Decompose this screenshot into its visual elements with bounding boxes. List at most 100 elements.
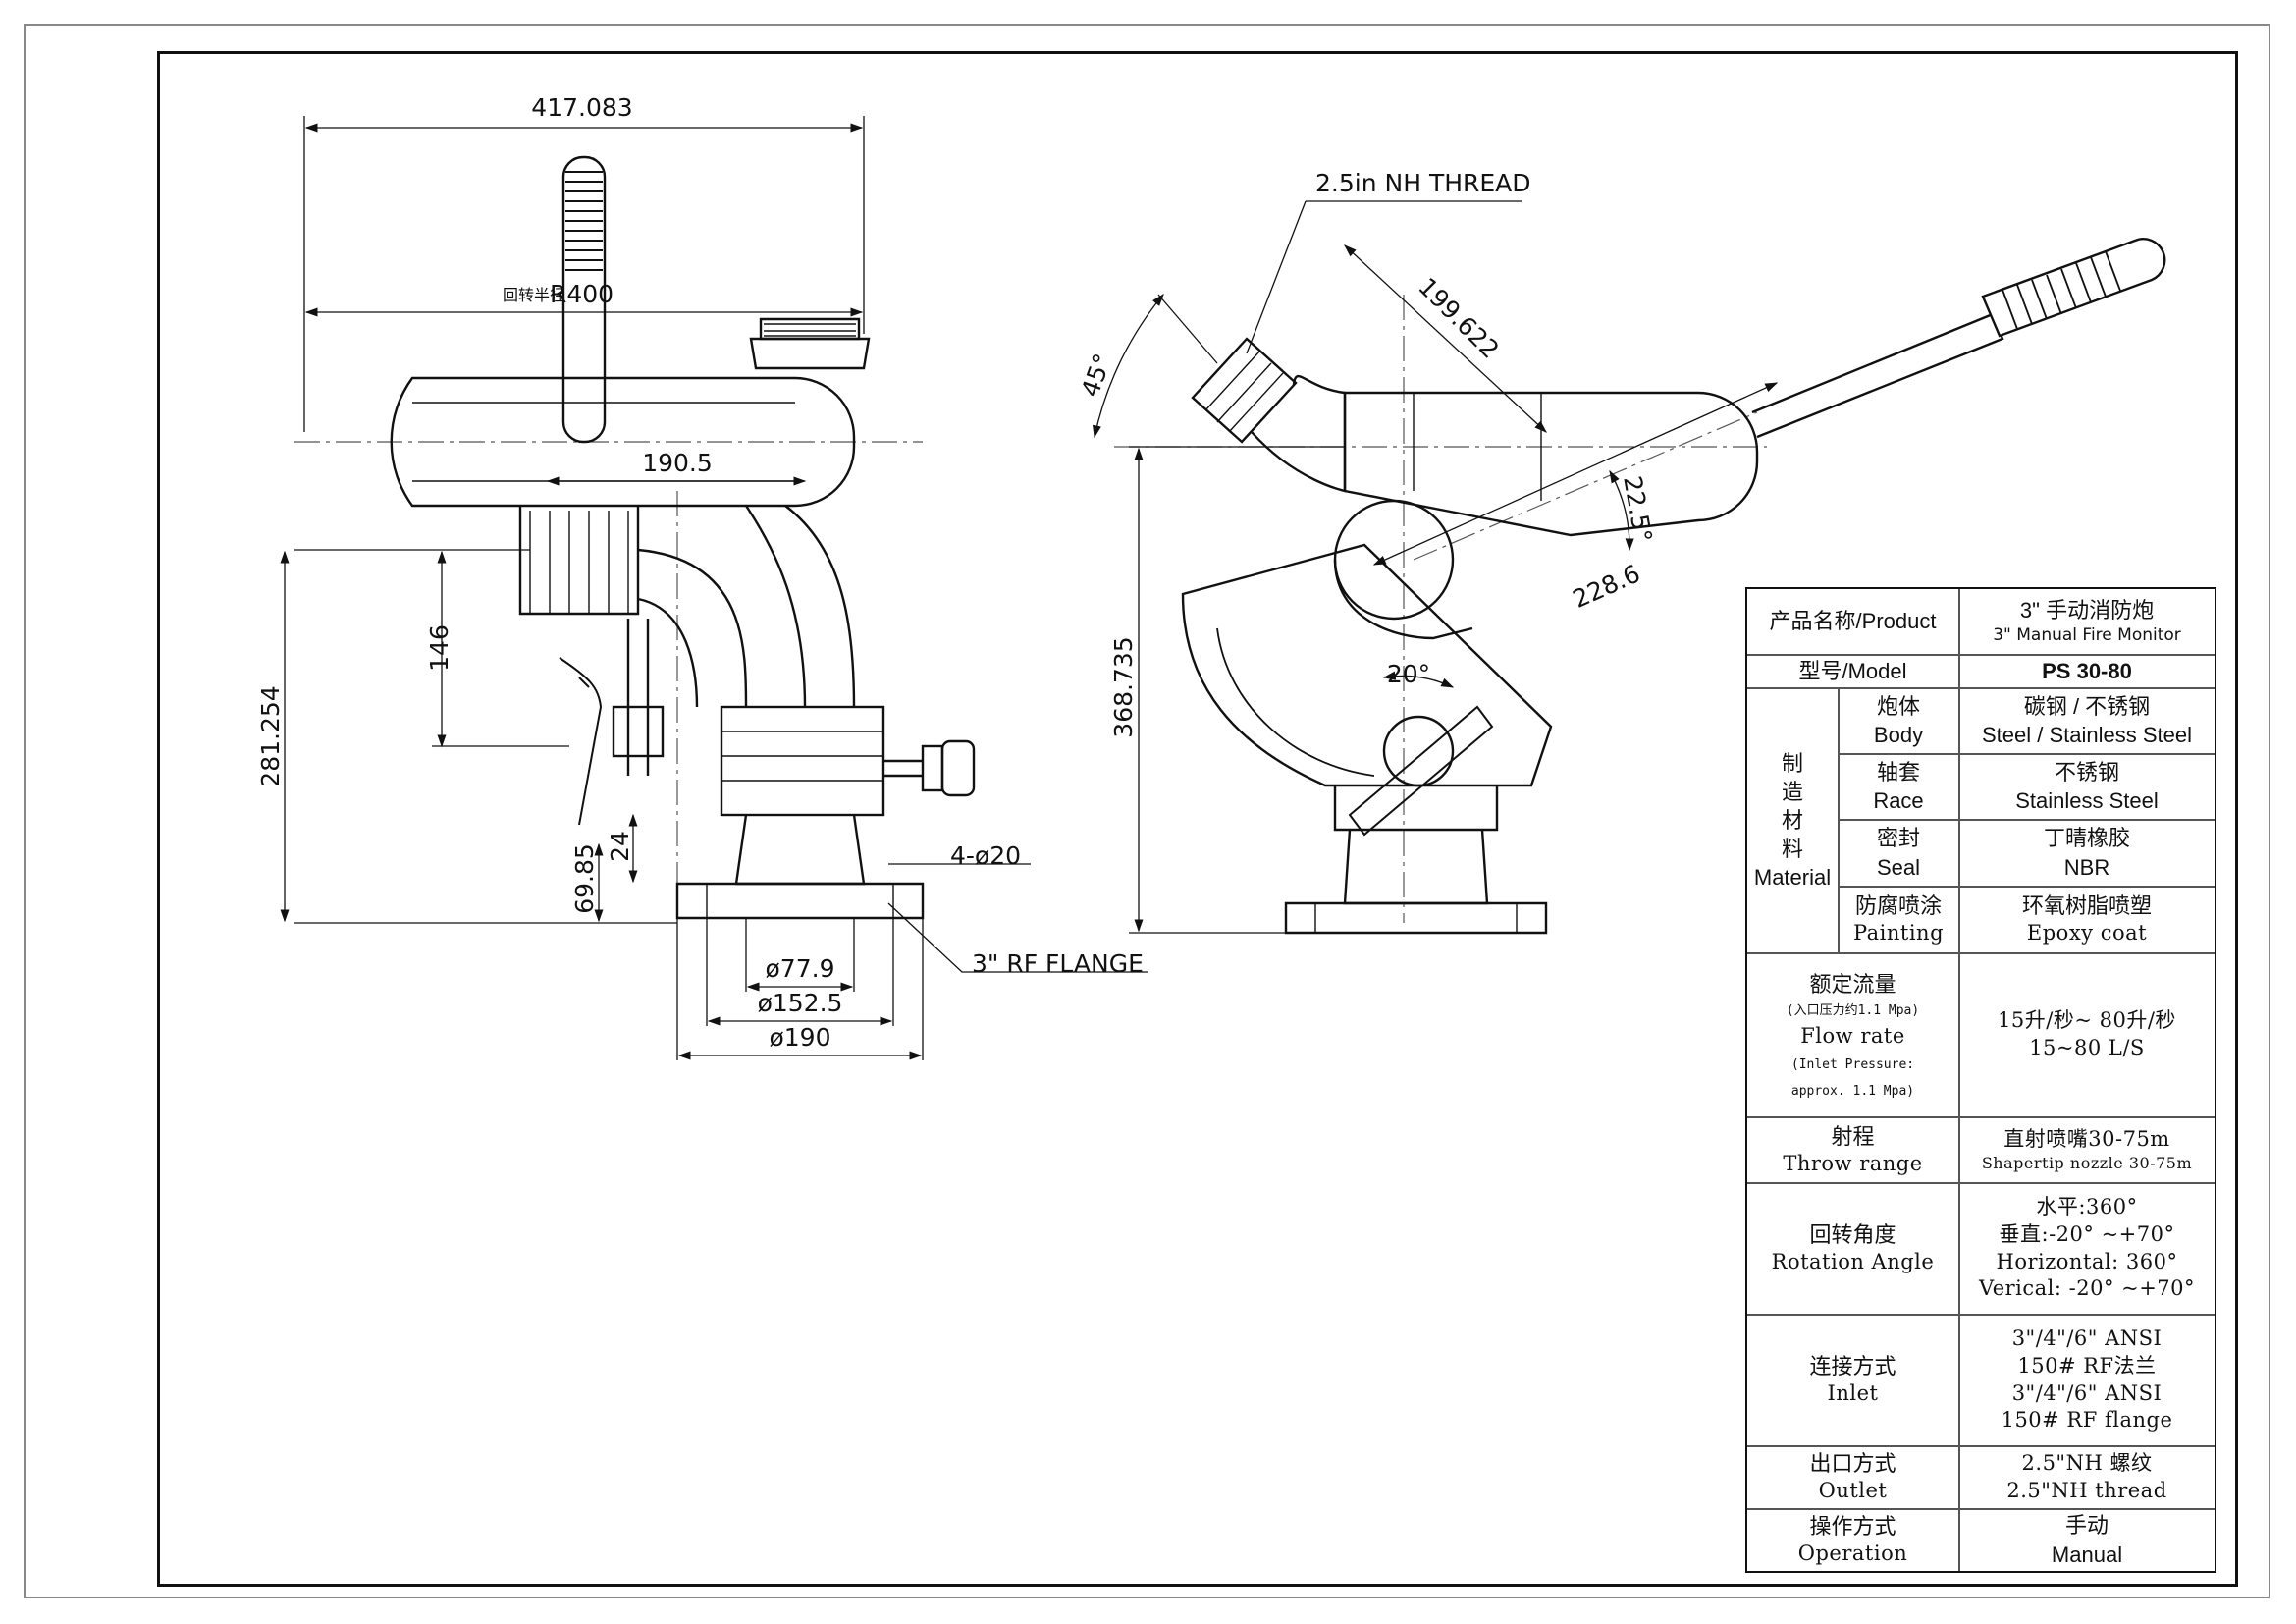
dim-height-146: 146 [425,624,454,672]
operation-label-cn: 操作方式 [1809,1514,1896,1540]
flow-note-cn: (入口压力约1.1 Mpa) [1786,1002,1920,1018]
throw-label-cn: 射程 [1831,1123,1875,1149]
operation-label-en: Operation [1797,1542,1908,1566]
material-painting-cn: 防腐喷涂 [1854,893,1942,919]
dim-offset-width: 190.5 [642,449,713,477]
dim-diam-77: ø77.9 [766,954,835,983]
model-value: PS 30-80 [2042,658,2132,683]
dim-diam-152: ø152.5 [758,989,843,1017]
front-handle-grip [1981,238,2166,338]
material-body-value-cn: 碳钢 / 不锈钢 [2023,693,2151,719]
lock-knob [883,739,976,797]
material-seal-value-en: NBR [2063,854,2110,880]
inlet-value-cell: 3"/4"/6" ANSI 150# RF法兰 3"/4"/6" ANSI 15… [1959,1315,2215,1445]
throw-label-en: Throw range [1783,1151,1923,1175]
rotation-v3: Horizontal: 360° [1996,1249,2178,1273]
material-row-seal-value: 丁晴橡胶 NBR [1959,820,2215,886]
material-row-race-value: 不锈钢 Stainless Steel [1959,754,2215,819]
front-dimension-text: 2.5in NH THREAD 45° 199.622 22.5° 228.6 … [1076,169,1658,738]
nozzle-thread [1191,337,1298,444]
dim-radius: R400 [550,280,614,308]
rotation-v1: 水平:360° [2036,1195,2138,1219]
product-label: 产品名称/Product [1769,609,1937,634]
material-row-body-label: 炮体 Body [1839,688,1958,753]
spec-table: 产品名称/Product 3" 手动消防炮 3" Manual Fire Mon… [1745,587,2216,1573]
rotation-label-cn: 回转角度 [1809,1222,1896,1248]
drawing-frame [157,51,2238,1587]
product-label-cell: 产品名称/Product [1747,589,1958,654]
material-row-painting-label: 防腐喷涂 Painting [1839,887,1958,952]
material-char-3: 材 [1781,807,1803,833]
dim-len-228: 228.6 [1569,559,1644,614]
throw-value-en: Shapertip nozzle 30-75m [1981,1154,2193,1173]
dim-flange-label: 3" RF FLANGE [972,949,1144,978]
outlet-value-cn: 2.5"NH 螺纹 [2021,1450,2153,1475]
inlet-label-cell: 连接方式 Inlet [1747,1315,1958,1445]
dim-height-281: 281.254 [256,685,285,786]
flow-label-cell: 额定流量 (入口压力约1.1 Mpa) Flow rate (Inlet Pre… [1747,953,1958,1116]
material-row-race-label: 轴套 Race [1839,754,1958,819]
flow-value-cn: 15升/秒~ 80升/秒 [1998,1008,2176,1033]
material-painting-value-en: Epoxy coat [2026,921,2148,946]
material-row-painting-value: 环氧树脂喷塑 Epoxy coat [1959,887,2215,952]
material-body-value-en: Steel / Stainless Steel [1981,723,2192,747]
rotation-v4: Verical: -20° ~+70° [1978,1276,2196,1301]
material-seal-value-cn: 丁晴橡胶 [2043,826,2130,851]
dim-diam-190: ø190 [769,1023,830,1052]
flow-value-en: 15~80 L/S [2029,1036,2145,1059]
dim-thread-label: 2.5in NH THREAD [1315,169,1531,197]
material-char-1: 制 [1781,750,1803,776]
side-view [294,155,976,920]
dim-height-69: 69.85 [570,843,599,914]
operation-value-cell: 手动 Manual [1959,1509,2215,1571]
throw-value-cn: 直射喷嘴30-75m [2003,1126,2170,1151]
material-body-cn: 炮体 [1876,693,1920,719]
side-dimension-text: 417.083 回转半径 R400 190.5 146 281.254 69.8… [256,93,1144,1052]
outlet-label-cn: 出口方式 [1809,1451,1896,1477]
material-race-en: Race [1873,788,1924,813]
model-value-cell: PS 30-80 [1959,655,2215,687]
operation-value-cn: 手动 [2064,1513,2109,1539]
flow-label-en: Flow rate [1800,1024,1905,1049]
material-row-seal-label: 密封 Seal [1839,820,1958,886]
dim-height-368: 368.735 [1109,636,1138,737]
model-label-cell: 型号/Model [1747,655,1958,687]
operation-value-en: Manual [2051,1542,2123,1567]
inlet-v2: 150# RF法兰 [2017,1353,2157,1378]
dim-bolt-holes: 4-ø20 [950,841,1021,870]
product-value-cell: 3" 手动消防炮 3" Manual Fire Monitor [1959,589,2215,654]
inlet-v1: 3"/4"/6" ANSI [2011,1326,2163,1351]
material-painting-en: Painting [1852,921,1945,946]
inlet-v4: 150# RF flange [2001,1408,2173,1433]
material-seal-en: Seal [1876,854,1921,880]
rotation-label-cell: 回转角度 Rotation Angle [1747,1183,1958,1314]
inlet-label-en: Inlet [1827,1381,1879,1406]
inlet-label-cn: 连接方式 [1809,1354,1896,1380]
rotation-value-cell: 水平:360° 垂直:-20° ~+70° Horizontal: 360° V… [1959,1183,2215,1314]
dim-angle-45: 45° [1076,350,1117,401]
outlet-thread [749,317,871,370]
model-label: 型号/Model [1798,658,1907,683]
throw-label-cell: 射程 Throw range [1747,1117,1958,1182]
dim-angle-22: 22.5° [1618,473,1657,544]
sheet-outer-border [24,24,2270,1598]
flow-label-cn: 额定流量 [1809,971,1896,997]
material-race-value-cn: 不锈钢 [2054,759,2119,785]
material-char-4: 料 [1781,837,1803,862]
operation-label-cell: 操作方式 Operation [1747,1509,1958,1571]
dim-radius-prefix: 回转半径 [503,286,565,304]
handle-bar [561,155,607,444]
material-race-cn: 轴套 [1876,759,1920,785]
product-value-cn: 3" 手动消防炮 [2019,598,2155,623]
dim-angle-20: 20° [1387,660,1430,688]
outlet-value-cell: 2.5"NH 螺纹 2.5"NH thread [1959,1446,2215,1508]
flow-value-cell: 15升/秒~ 80升/秒 15~80 L/S [1959,953,2215,1116]
product-value-en: 3" Manual Fire Monitor [1993,625,2181,646]
throw-value-cell: 直射喷嘴30-75m Shapertip nozzle 30-75m [1959,1117,2215,1182]
outlet-value-en: 2.5"NH thread [2006,1478,2167,1502]
flow-note-en-1: (Inlet Pressure: [1790,1056,1915,1072]
rotation-v2: 垂直:-20° ~+70° [1999,1221,2175,1246]
dim-height-24: 24 [606,831,634,862]
rotation-label-en: Rotation Angle [1771,1250,1935,1274]
